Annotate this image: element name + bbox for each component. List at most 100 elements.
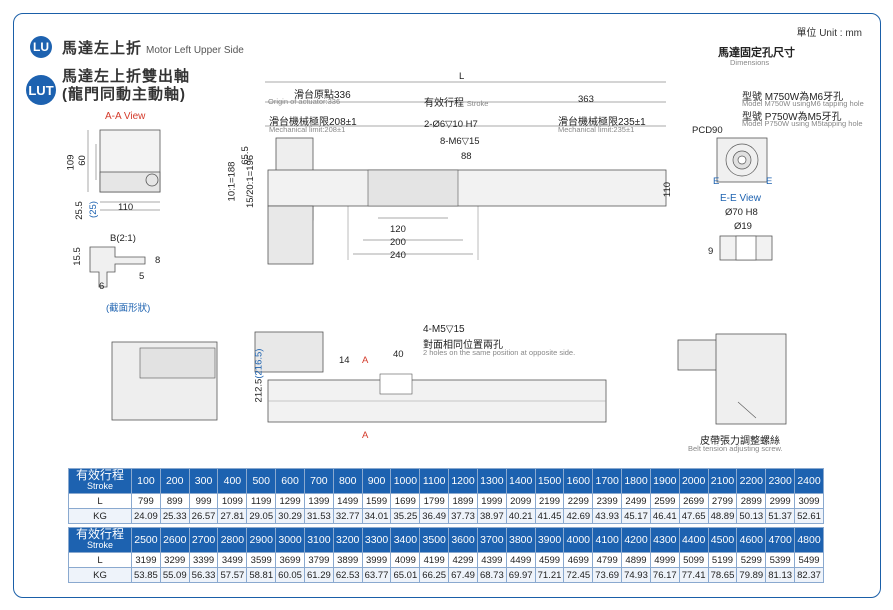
stroke-cell: 4800 — [794, 527, 824, 553]
stroke-cell: 3800 — [505, 527, 536, 553]
origin-en: Origin of actuator:336 — [268, 97, 341, 106]
dia-70: Ø70 H8 — [725, 207, 758, 218]
lu-subtitle: Motor Left Upper Side — [146, 45, 244, 56]
kg-cell: 34.01 — [361, 508, 392, 524]
stroke-cell: 1900 — [649, 468, 680, 494]
kg-cell: 73.69 — [592, 567, 623, 583]
l-cell: 5199 — [707, 552, 738, 568]
l-cell: 1699 — [390, 493, 421, 509]
dim-363: 363 — [578, 94, 594, 105]
aa-dim-25: (25) — [87, 201, 99, 218]
kg-cell: 29.05 — [246, 508, 277, 524]
stroke-cell: 2600 — [159, 527, 190, 553]
end-view-drawing — [677, 333, 787, 425]
hole-a: 2-Ø6▽10 H7 — [424, 119, 478, 130]
stroke-cell: 3400 — [390, 527, 421, 553]
stroke-cell: 1000 — [390, 468, 421, 494]
m750w-en: Model M750W usingM6 tapping hole — [742, 99, 864, 108]
l-row-label: L — [68, 552, 132, 568]
l-cell: 1199 — [246, 493, 277, 509]
kg-cell: 26.57 — [188, 508, 219, 524]
l-cell: 1099 — [217, 493, 248, 509]
kg-cell: 63.77 — [361, 567, 392, 583]
l-cell: 2999 — [765, 493, 796, 509]
kg-cell: 32.77 — [332, 508, 363, 524]
kg-cell: 35.25 — [390, 508, 421, 524]
p750w-en: Model P750W using M5tapping hole — [742, 119, 863, 128]
l-cell: 3399 — [188, 552, 219, 568]
l-cell: 3999 — [361, 552, 392, 568]
e-right: E — [766, 176, 773, 187]
b-dim-155: 15.5 — [71, 247, 83, 266]
stroke-cell: 4000 — [563, 527, 594, 553]
kg-cell: 43.93 — [592, 508, 623, 524]
kg-cell: 55.09 — [159, 567, 190, 583]
kg-cell: 81.13 — [765, 567, 796, 583]
kg-cell: 42.69 — [563, 508, 594, 524]
stroke-cell: 1300 — [476, 468, 507, 494]
l-cell: 999 — [188, 493, 219, 509]
stroke-cell: 4200 — [621, 527, 651, 553]
stroke-cell: 3100 — [303, 527, 334, 553]
l-cell: 4399 — [476, 552, 507, 568]
front-view-drawing — [265, 81, 667, 265]
l-cell: 4099 — [390, 552, 421, 568]
kg-cell: 57.57 — [217, 567, 248, 583]
stroke-cell: 900 — [361, 468, 392, 494]
kg-cell: 27.81 — [217, 508, 248, 524]
holes-zh2: 對面相同位置兩孔 — [423, 340, 503, 351]
kg-cell: 76.17 — [649, 567, 680, 583]
stroke-cell: 2700 — [188, 527, 219, 553]
l-cell: 2299 — [563, 493, 594, 509]
l-cell: 2899 — [736, 493, 767, 509]
mech-left-zh: 滑台機械極限208±1 — [269, 117, 357, 128]
stroke-cell: 4400 — [678, 527, 709, 553]
stroke-cell: 1400 — [505, 468, 536, 494]
section-a-top: A — [362, 355, 369, 366]
holes-en: 2 holes on the same position at opposite… — [423, 348, 576, 357]
l-cell: 2099 — [505, 493, 536, 509]
l-cell: 1299 — [275, 493, 305, 509]
belt-zh: 皮帶張力調整螺絲 — [700, 436, 780, 447]
kg-cell: 77.41 — [678, 567, 709, 583]
l-cell: 2199 — [534, 493, 565, 509]
kg-cell: 68.73 — [476, 567, 507, 583]
kg-cell: 56.33 — [188, 567, 219, 583]
aa-dim-60: 60 — [76, 155, 88, 166]
m750w-zh: 型號 M750W為M6牙孔 — [742, 92, 844, 103]
dim-120: 120 — [390, 224, 406, 235]
kg-cell: 37.73 — [448, 508, 478, 524]
stroke-cell: 4300 — [649, 527, 680, 553]
ratio-2: 15/20:1=196 — [245, 154, 257, 209]
l-cell: 4499 — [505, 552, 536, 568]
b-detail-title: B(2:1) — [110, 233, 136, 244]
kg-cell: 79.89 — [736, 567, 767, 583]
kg-cell: 45.17 — [621, 508, 651, 524]
kg-cell: 72.45 — [563, 567, 594, 583]
mech-right-zh: 滑台機械極限235±1 — [558, 117, 646, 128]
dim-110-front: 110 — [662, 181, 674, 198]
stroke-cell: 1600 — [563, 468, 594, 494]
stroke-cell: 3200 — [332, 527, 363, 553]
stroke-cell: 500 — [246, 468, 277, 494]
pcd-label: PCD90 — [692, 125, 723, 136]
stroke-cell: 3900 — [534, 527, 565, 553]
l-row-label: L — [68, 493, 132, 509]
kg-cell: 82.37 — [794, 567, 824, 583]
dim-9: 9 — [708, 246, 714, 257]
hole-b: 8-M6▽15 — [440, 136, 480, 147]
aa-section-drawing — [87, 129, 161, 211]
mech-left-en: Mechanical limit:208±1 — [269, 125, 346, 134]
stroke-cell: 2300 — [765, 468, 796, 494]
mech-right-en: Mechanical limit:235±1 — [558, 125, 635, 134]
stroke-cell: 300 — [188, 468, 219, 494]
l-cell: 2799 — [707, 493, 738, 509]
kg-cell: 58.81 — [246, 567, 277, 583]
l-cell: 4699 — [563, 552, 594, 568]
l-cell: 4599 — [534, 552, 565, 568]
stroke-cell: 3300 — [361, 527, 392, 553]
kg-cell: 52.61 — [794, 508, 824, 524]
